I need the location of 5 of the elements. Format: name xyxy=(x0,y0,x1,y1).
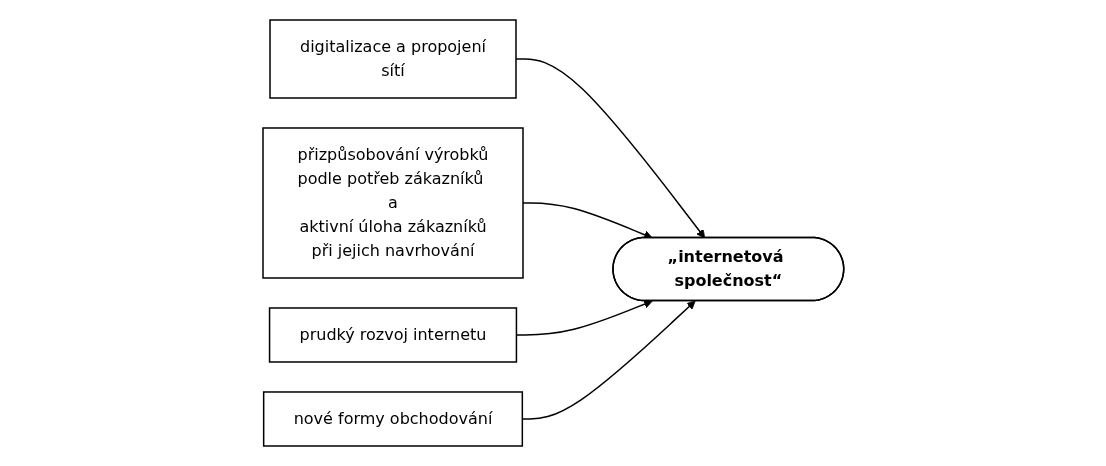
arrow xyxy=(521,300,696,420)
node-box: prudký rozvoj internetu xyxy=(268,307,517,363)
node-box: nové formy obchodování xyxy=(262,391,523,447)
node-box: přizpůsobování výrobků podle potřeb zákazníků a aktivní úloha zákazníků při jejich navrhování xyxy=(261,127,524,279)
node-box: digitalizace a propojení sítí xyxy=(268,19,517,99)
